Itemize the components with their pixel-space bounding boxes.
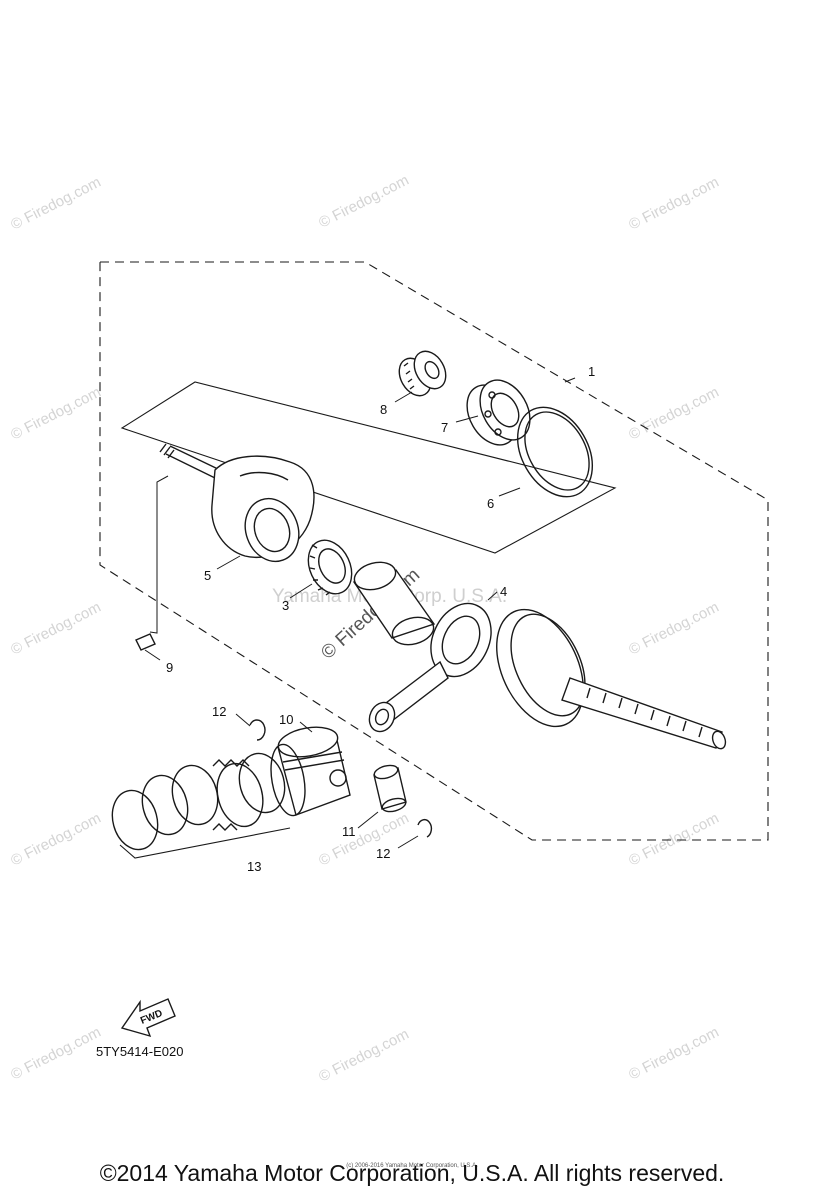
callout-7: 7 (441, 420, 448, 435)
watermark: © Firedog.com (8, 810, 104, 870)
fwd-arrow-icon: FWD (120, 998, 176, 1038)
watermark: © Firedog.com (316, 172, 412, 232)
part-8-bearing (398, 350, 447, 397)
callout-10: 10 (279, 712, 293, 727)
part-4-connecting-rod (368, 602, 492, 733)
crankshaft-right (496, 608, 727, 750)
part-5-crankshaft-left (159, 443, 315, 563)
callout-5: 5 (204, 568, 211, 583)
callout-3: 3 (282, 598, 289, 613)
callout-labels: 1 3 4 5 6 7 8 9 10 11 12 12 13 (166, 364, 595, 874)
part-6-oil-seal (516, 406, 594, 498)
callout-12: 12 (376, 846, 390, 861)
callout-13: 13 (247, 859, 261, 874)
watermark: © Firedog.com (626, 599, 722, 659)
part-10-piston (270, 726, 351, 817)
part-7-ball-bearing (466, 379, 531, 446)
footer-copyright: ©2014 Yamaha Motor Corporation, U.S.A. A… (99, 1160, 725, 1186)
watermark: © Firedog.com (316, 810, 412, 870)
callout-11: 11 (342, 824, 356, 839)
crank-kit-outline (120, 381, 617, 554)
watermark: © Firedog.com (316, 1026, 412, 1086)
watermark: © Firedog.com (8, 174, 104, 234)
footer-small-copyright: (c) 2006-2016 Yamaha Motor Corporation, … (346, 1163, 478, 1169)
part-11-piston-pin (373, 764, 407, 813)
part-9-woodruff-key (135, 475, 169, 651)
part-12-circlip-upper (249, 719, 266, 741)
callout-1: 1 (588, 364, 595, 379)
watermark: © Firedog.com (8, 384, 104, 444)
callout-4: 4 (500, 584, 507, 599)
watermark: © Firedog.com (8, 599, 104, 659)
part-3-needle-bearing (307, 539, 353, 596)
diagram-code: 5TY5414-E020 (96, 1044, 183, 1059)
part-12-circlip-lower (417, 818, 433, 838)
part-13-piston-ring-set (111, 752, 291, 859)
callout-12: 12 (212, 704, 226, 719)
callout-6: 6 (487, 496, 494, 511)
watermark: © Firedog.com (626, 384, 722, 444)
watermark: © Firedog.com (626, 1024, 722, 1084)
callout-8: 8 (380, 402, 387, 417)
watermark: © Firedog.com (8, 1024, 104, 1084)
callout-9: 9 (166, 660, 173, 675)
crank-pin (352, 561, 436, 646)
crankshaft-assembly-outline (99, 261, 769, 841)
watermark: © Firedog.com (626, 174, 722, 234)
leader-lines (144, 377, 576, 849)
watermark-layer: © Firedog.com © Firedog.com © Firedog.co… (8, 172, 722, 1086)
